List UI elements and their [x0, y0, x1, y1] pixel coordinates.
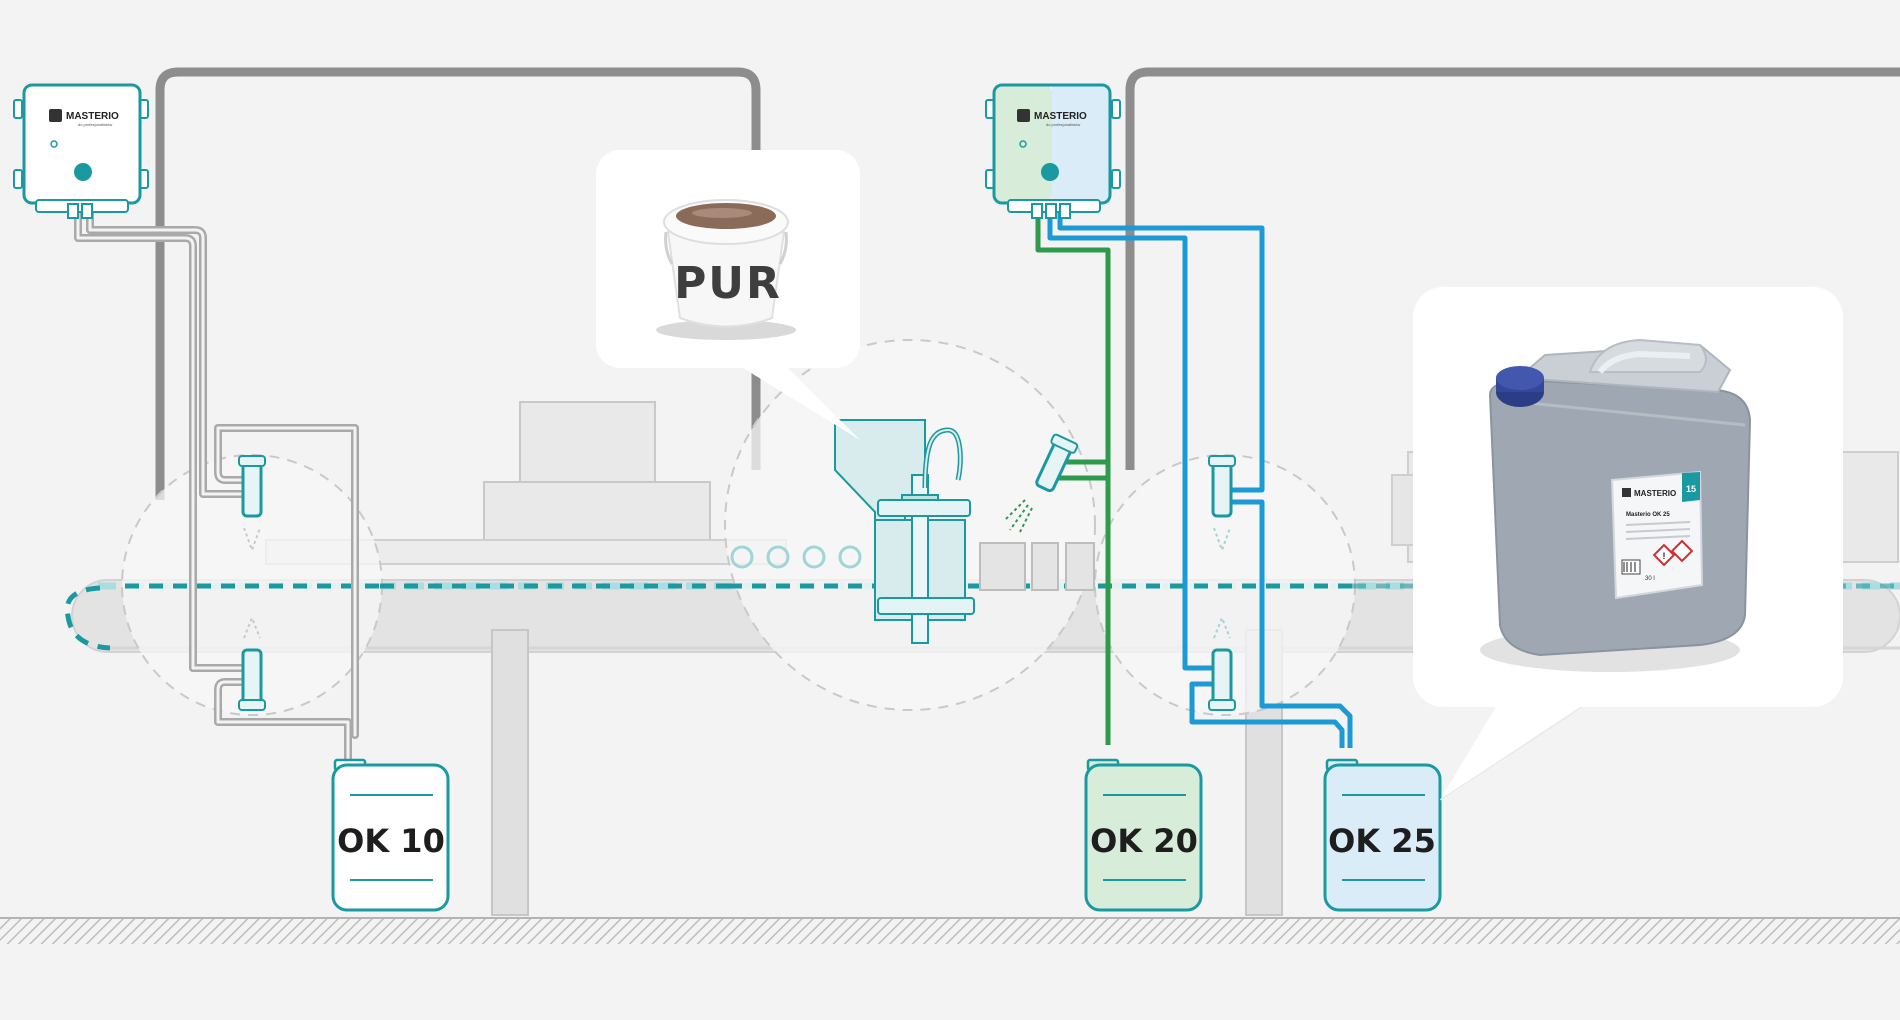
controller-tagline: do profesjonalistów	[1046, 122, 1080, 127]
spray-nozzle-icon	[1035, 433, 1079, 493]
roller	[838, 545, 862, 569]
canister-label: OK 20	[1090, 822, 1198, 860]
machine-block-top	[519, 401, 656, 485]
glue-applicator	[834, 419, 975, 644]
machine-frame-right	[1125, 67, 1900, 470]
floor	[0, 918, 1900, 944]
controller-tagline: do profesjonalistów	[78, 122, 112, 127]
canister-icon: OK 20	[1084, 758, 1203, 912]
hazard-icon: !	[1652, 539, 1694, 567]
controller-brand: MASTERIO	[66, 111, 119, 122]
package	[1031, 542, 1059, 591]
canister-icon: OK 10	[331, 758, 450, 912]
product-brand: MASTERIO	[1634, 489, 1676, 498]
controller-box-icon: MASTERIO do profesjonalistów	[985, 83, 1121, 219]
bucket-label: PUR	[674, 258, 782, 309]
roller	[802, 545, 826, 569]
grey-lines-inner	[76, 198, 357, 762]
canister-label: OK 25	[1328, 822, 1436, 860]
bucket-icon: PUR	[656, 199, 796, 340]
canister-icon: OK 25	[1323, 758, 1442, 912]
package	[979, 542, 1026, 591]
machine-frame-left	[155, 67, 761, 500]
canister-label: OK 10	[337, 822, 445, 860]
controller-brand: MASTERIO	[1034, 111, 1087, 122]
svg-text:!: !	[1663, 551, 1666, 561]
spray-mist	[1004, 499, 1033, 533]
right-machine-edge	[1391, 474, 1415, 546]
conveyor-belt-end	[64, 585, 111, 651]
spray-nozzle-icon	[1208, 455, 1236, 553]
package	[1065, 542, 1095, 591]
product-volume: 30 l	[1645, 576, 1655, 582]
spray-nozzle-icon	[1208, 615, 1236, 711]
blue-lines	[1047, 205, 1353, 748]
spray-nozzle-icon	[238, 615, 266, 711]
roller	[730, 545, 754, 569]
support-leg-left	[491, 629, 529, 916]
spray-nozzle-icon	[238, 455, 266, 553]
roller	[766, 545, 790, 569]
green-line	[1035, 205, 1111, 745]
jerrycan-icon: 15 MASTERIO Masterio OK 25 ! 30 l	[1480, 338, 1752, 672]
product-name: Masterio OK 25	[1626, 512, 1670, 518]
controller-box-icon: MASTERIO do profesjonalistów	[13, 83, 149, 219]
product-volume-badge: 15	[1686, 484, 1696, 494]
